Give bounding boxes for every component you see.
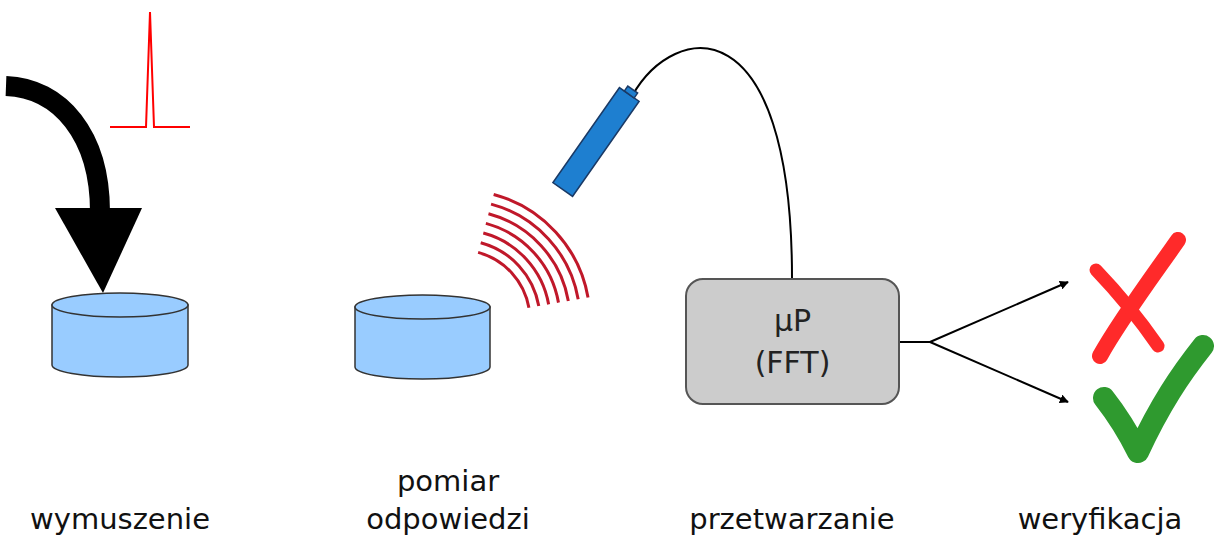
impulse-signal bbox=[110, 12, 190, 127]
accept-mark bbox=[1104, 346, 1203, 452]
reject-mark bbox=[1096, 240, 1178, 356]
output-arrow bbox=[930, 342, 1068, 402]
sound-wave bbox=[494, 194, 588, 297]
microphone-sensor bbox=[553, 83, 643, 197]
force-arrowhead bbox=[55, 208, 142, 293]
sensor-cable bbox=[632, 48, 792, 278]
output-arrow bbox=[930, 282, 1068, 342]
sound-wave bbox=[478, 252, 529, 307]
stage-label: wymuszenie bbox=[30, 500, 210, 538]
sound-wave bbox=[486, 223, 559, 302]
stage-label: przetwarzanie bbox=[689, 500, 894, 538]
force-arrow bbox=[6, 86, 100, 212]
split-line bbox=[900, 341, 930, 343]
cylinder-top bbox=[52, 293, 188, 317]
box-text: μP (FFT) bbox=[743, 300, 843, 384]
sound-waves bbox=[478, 194, 588, 307]
sound-wave bbox=[481, 243, 539, 306]
stage-label: weryfikacja bbox=[1018, 500, 1183, 538]
stage-label: pomiar odpowiedzi bbox=[338, 462, 558, 538]
sound-wave bbox=[488, 214, 568, 301]
sound-wave bbox=[491, 204, 578, 299]
cylinder-top bbox=[355, 295, 490, 319]
processor-box: μP (FFT) bbox=[685, 278, 900, 405]
